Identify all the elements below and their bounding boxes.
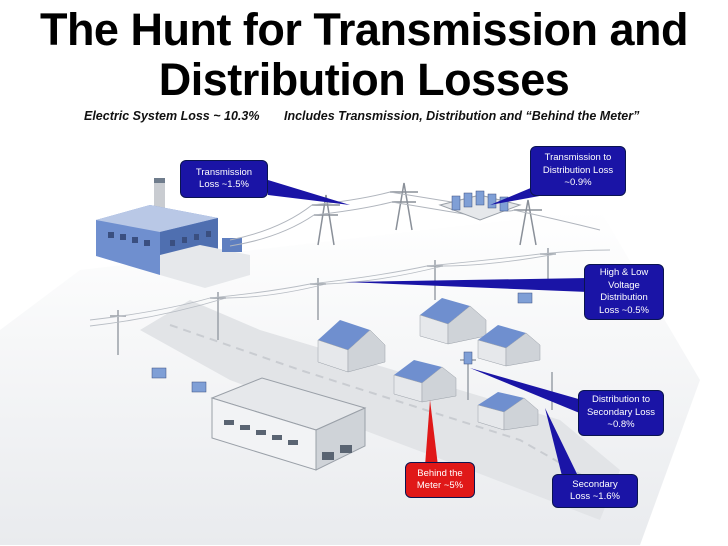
transmission-pointer [268, 180, 350, 205]
houses [317, 298, 541, 431]
distribution-wires [89, 249, 611, 327]
power-plant [96, 178, 250, 288]
subtitle-system-loss: Electric System Loss ~ 10.3% [84, 109, 260, 123]
dist-to-sec-pointer [470, 368, 582, 414]
behind-meter-pointer [425, 400, 438, 466]
subtitle-includes: Includes Transmission, Distribution and … [284, 109, 640, 123]
house [477, 392, 539, 431]
secondary-pointer [545, 408, 578, 476]
callout-line: ~0.8% [607, 419, 635, 431]
callout-line: Secondary [572, 478, 618, 490]
callout-line: Distribution to [591, 394, 651, 406]
house [477, 325, 541, 367]
transformer-boxes [151, 292, 533, 393]
behind-the-meter-callout: Behind the Meter ~5% [405, 462, 475, 498]
callout-line: Loss ~0.5% [599, 304, 649, 316]
callout-line: Distribution Loss [542, 164, 614, 176]
commercial-building [210, 377, 367, 471]
page-title-line-2: Distribution Losses [158, 54, 570, 105]
callout-line: High & Low [599, 267, 649, 278]
trans-to-dist-loss-callout: Transmission to Distribution Loss ~0.9% [530, 146, 626, 196]
callout-line: Meter ~5% [416, 480, 464, 491]
page-title-line-1: The Hunt for Transmission and [39, 4, 689, 55]
street-line [169, 324, 591, 481]
callout-line: Secondary Loss [586, 406, 656, 418]
callout-line: ~0.9% [564, 177, 592, 189]
callout-line: Voltage [608, 279, 640, 291]
callout-line: Transmission [195, 166, 253, 178]
house [393, 360, 457, 403]
substation [438, 190, 522, 221]
street [140, 300, 620, 520]
hv-lv-distribution-loss-callout: High & Low Voltage Distribution Loss ~0.… [584, 264, 664, 320]
dist-to-secondary-loss-callout: Distribution to Secondary Loss ~0.8% [578, 390, 664, 436]
transmission-loss-callout: Transmission Loss ~1.5% [180, 160, 268, 198]
callout-line: Behind the [417, 467, 463, 479]
plant-annex [160, 245, 250, 288]
house [317, 320, 386, 373]
callout-line: Distribution [600, 292, 648, 303]
callout-line: Transmission to [544, 152, 612, 164]
callout-line: Loss ~1.5% [199, 179, 249, 190]
house [419, 298, 487, 345]
hv-lv-pointer [345, 278, 588, 292]
secondary-loss-callout: Secondary Loss ~1.6% [552, 474, 638, 508]
callout-line: Loss ~1.6% [570, 491, 620, 502]
chimney [154, 178, 165, 218]
